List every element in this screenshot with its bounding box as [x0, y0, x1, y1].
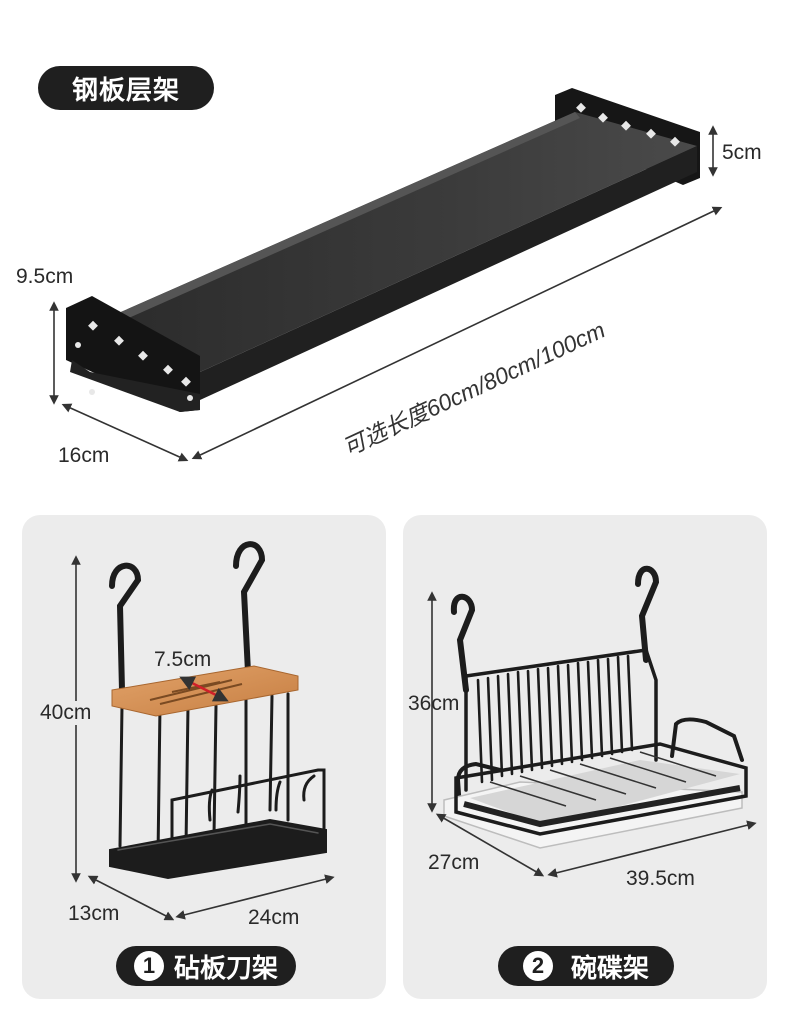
shelf-title-pill: 钢板层架	[38, 66, 214, 110]
dish-rack-number-badge: 2	[522, 951, 553, 981]
knife-rack-number-badge: 1	[133, 951, 164, 981]
dish-rack-label: 碗碟架	[570, 952, 649, 983]
shelf-dimension-lines	[49, 125, 723, 462]
knife-rack-dim-depth: 13cm	[68, 902, 120, 925]
dish-rack-label-pill: 2 碗碟架	[498, 946, 674, 986]
shelf-title: 钢板层架	[71, 74, 180, 105]
knife-rack-dim-slot: 7.5cm	[154, 648, 212, 671]
dish-rack-dim-height: 36cm	[408, 692, 460, 715]
shelf-dim-depth: 16cm	[58, 444, 110, 467]
dish-rack-dim-depth: 27cm	[428, 851, 480, 874]
dish-rack-image	[450, 565, 744, 810]
knife-rack-dim-height: 40cm	[38, 701, 94, 725]
knife-rack-label: 砧板刀架	[173, 952, 278, 983]
shelf-dim-height-left: 9.5cm	[16, 265, 74, 288]
knife-rack-label-pill: 1 砧板刀架	[116, 946, 296, 986]
shelf-dim-height-right: 5cm	[722, 141, 762, 164]
knife-rack-dim-width: 24cm	[248, 906, 300, 929]
dish-rack-dimension-lines	[427, 591, 757, 878]
dish-rack-dim-width: 39.5cm	[626, 867, 695, 890]
knife-rack-image	[109, 541, 327, 880]
